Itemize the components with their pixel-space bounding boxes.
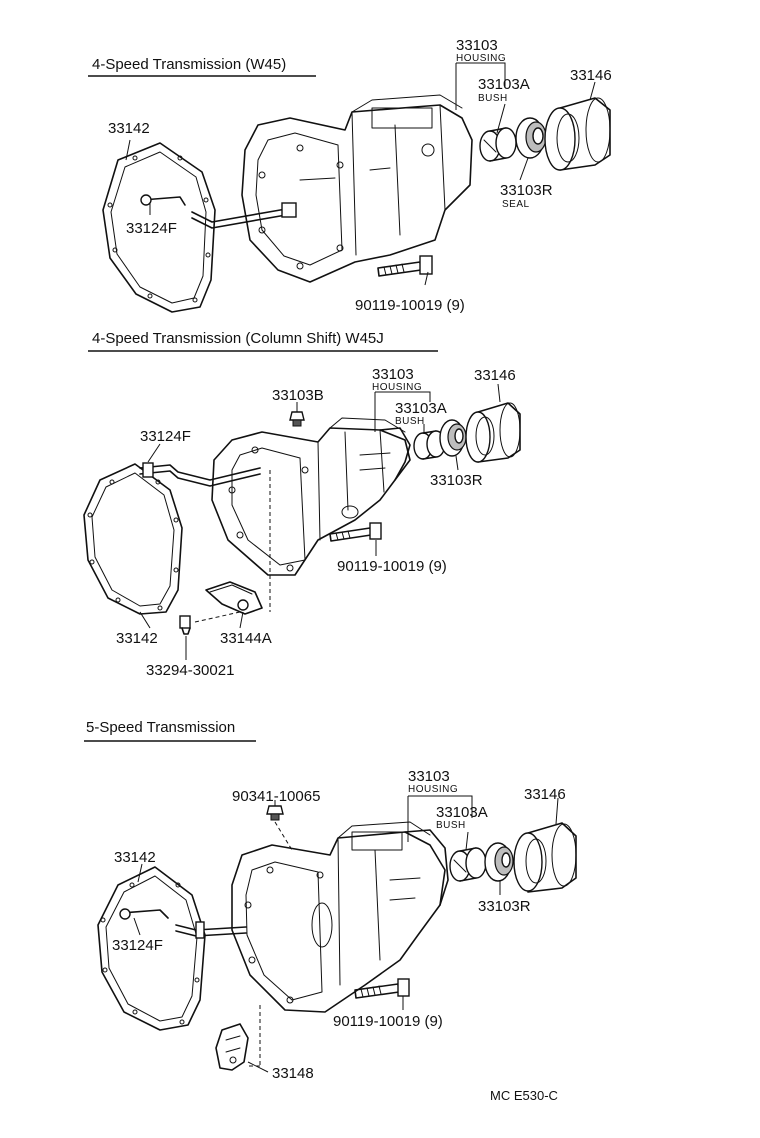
plug-drawing: [266, 805, 284, 821]
label-seal: 33103R: [500, 182, 553, 199]
housing-drawing: [241, 94, 473, 283]
label-cover: 33146: [524, 786, 566, 803]
label-housing: 33103: [456, 37, 498, 54]
label-housing: 33103: [408, 768, 450, 785]
section-5-speed: 5-Speed Transmission: [84, 719, 577, 1082]
label-housing-sub: HOUSING: [456, 53, 506, 64]
cover-drawing: [544, 97, 611, 171]
leader-seal: [455, 455, 459, 471]
leader-housing-branch: [440, 795, 473, 818]
gasket-drawing: [102, 142, 216, 313]
small-bolt-drawing: [179, 615, 191, 635]
leader-lower-cover: [239, 611, 244, 629]
label-gasket: 33142: [108, 120, 150, 137]
label-bush-sub: BUSH: [436, 820, 466, 831]
cover-drawing: [513, 822, 577, 893]
label-bush: 33103A: [436, 804, 488, 821]
leader-housing: [374, 391, 400, 432]
label-housing: 33103: [372, 366, 414, 383]
bush-drawing: [479, 127, 517, 162]
leader-bush: [465, 831, 469, 851]
gasket-drawing: [83, 463, 183, 615]
shift-rod-drawing: [119, 908, 247, 939]
label-bolt: 90119-10019 (9): [337, 558, 447, 575]
label-bush-sub: BUSH: [395, 416, 425, 427]
diagram-code: MC E530-C: [490, 1088, 558, 1103]
dashed-guide-bolt: [194, 611, 241, 623]
label-cover: 33146: [474, 367, 516, 384]
housing-drawing: [231, 821, 449, 1013]
bolt-drawing: [354, 978, 410, 999]
label-seal: 33103R: [478, 898, 531, 915]
label-cover: 33146: [570, 67, 612, 84]
section-title-5-speed: 5-Speed Transmission: [86, 719, 235, 736]
seal-drawing: [484, 842, 514, 882]
label-rod: 33124F: [126, 220, 177, 237]
label-bush: 33103A: [395, 400, 447, 417]
leader-rod: [147, 443, 161, 463]
label-housing-sub: HOUSING: [408, 784, 458, 795]
label-seal-sub: SEAL: [502, 199, 530, 210]
label-rod: 33124F: [140, 428, 191, 445]
leader-cover: [589, 81, 596, 101]
label-plug: 33103B: [272, 387, 324, 404]
label-lower-cover: 33144A: [220, 630, 272, 647]
label-bush-sub: BUSH: [478, 93, 508, 104]
housing-drawing: [211, 417, 411, 576]
leader-housing: [455, 62, 470, 110]
leader-seal: [519, 157, 529, 181]
dashed-guide-plug: [274, 821, 293, 851]
label-bracket: 33148: [272, 1065, 314, 1082]
label-small-bolt: 33294-30021: [146, 662, 234, 679]
section-w45j: 4-Speed Transmission (Column Shift) W45J: [83, 330, 521, 679]
label-housing-sub: HOUSING: [372, 382, 422, 393]
cover-drawing: [465, 402, 521, 463]
label-bolt: 90119-10019 (9): [333, 1013, 443, 1030]
leader-gasket: [139, 611, 151, 629]
bush-drawing: [449, 847, 487, 882]
label-bush: 33103A: [478, 76, 530, 93]
bracket-drawing: [215, 1023, 249, 1071]
section-title-w45: 4-Speed Transmission (W45): [92, 56, 286, 73]
leader-bracket: [247, 1061, 269, 1073]
leader-gasket: [125, 139, 131, 161]
leader-cover: [555, 797, 559, 825]
seal-drawing: [439, 419, 467, 457]
lower-cover-drawing: [205, 581, 263, 615]
dashed-guide-bracket: [246, 1005, 261, 1067]
shift-rod-drawing: [140, 194, 297, 229]
bolt-drawing: [329, 522, 382, 542]
section-w45: 4-Speed Transmission (W45): [88, 37, 612, 314]
label-gasket: 33142: [114, 849, 156, 866]
label-rod: 33124F: [112, 937, 163, 954]
leader-housing-branch: [470, 62, 506, 88]
leader-housing: [407, 795, 440, 842]
shift-rod-drawing: [139, 462, 261, 487]
section-title-w45j: 4-Speed Transmission (Column Shift) W45J: [92, 330, 384, 347]
label-gasket: 33142: [116, 630, 158, 647]
leader-gasket: [137, 863, 143, 883]
leader-rod: [133, 917, 141, 936]
label-plug: 90341-10065: [232, 788, 320, 805]
gasket-drawing: [97, 866, 206, 1031]
bolt-drawing: [377, 255, 433, 277]
leader-bush: [496, 103, 506, 134]
seal-drawing: [515, 117, 547, 159]
leader-cover: [497, 383, 501, 403]
plug-drawing: [289, 411, 305, 427]
label-bolt: 90119-10019 (9): [355, 297, 465, 314]
leader-housing-branch: [400, 391, 431, 402]
label-seal: 33103R: [430, 472, 483, 489]
leader-bolt: [424, 271, 429, 286]
